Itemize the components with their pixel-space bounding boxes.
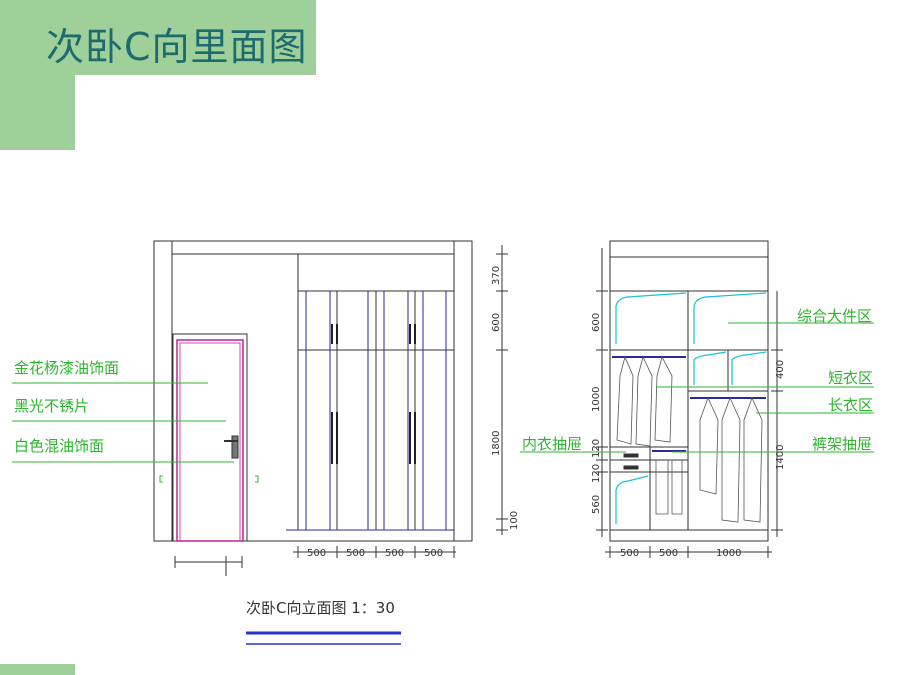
left-elevation xyxy=(12,240,508,645)
dimension-label: 500 xyxy=(659,548,678,559)
dimension-label: 100 xyxy=(509,511,520,530)
title-corner-curve xyxy=(75,75,150,150)
dimension-label: 500 xyxy=(346,548,365,559)
page-title: 次卧C向里面图 xyxy=(46,25,308,69)
dimension-label: 120 xyxy=(591,464,602,483)
callout-label-large-items: 综合大件区 xyxy=(797,307,872,325)
dimension-label: 500 xyxy=(385,548,404,559)
left-callout-labels: 金花杨漆油饰面 黑光不锈片 白色混油饰面 xyxy=(14,359,119,455)
dimension-label: 120 xyxy=(591,439,602,458)
door-handle-icon xyxy=(231,435,239,459)
dimension-label: 600 xyxy=(591,313,602,332)
dimension-label: 600 xyxy=(491,313,502,332)
left-wall-outline xyxy=(153,240,473,542)
title-bar xyxy=(0,0,316,75)
hanging-clothes-icons xyxy=(616,355,763,523)
drawing-caption: 次卧C向立面图 1：30 xyxy=(246,599,395,617)
right-height-dims: 600 1000 120 120 560 400 1400 xyxy=(591,313,786,514)
dimension-label: 500 xyxy=(424,548,443,559)
right-callout-labels: 综合大件区 短衣区 长衣区 裤架抽屉 内衣抽屉 xyxy=(522,307,873,453)
dimension-label: 1000 xyxy=(591,387,602,412)
right-width-dims: 500 500 1000 xyxy=(620,548,741,559)
dimension-label: 1400 xyxy=(775,445,786,470)
storage-box-icons xyxy=(615,292,767,524)
dimension-label: 370 xyxy=(491,266,502,285)
callout-label-short-clothes: 短衣区 xyxy=(828,369,873,387)
dimension-label: 500 xyxy=(620,548,639,559)
footer-accent-block xyxy=(0,664,75,675)
right-elevation xyxy=(596,240,783,558)
left-width-dims: 500 500 500 500 xyxy=(307,548,443,559)
dimension-label: 500 xyxy=(307,548,326,559)
callout-label: 金花杨漆油饰面 xyxy=(14,359,119,377)
callout-label: 白色混油饰面 xyxy=(14,437,104,455)
dimension-label: 560 xyxy=(591,495,602,514)
title-corner-block xyxy=(0,75,75,150)
right-callout-leaders xyxy=(520,322,874,453)
dimension-label: 400 xyxy=(775,360,786,379)
callout-label: 黑光不锈片 xyxy=(14,397,89,415)
left-height-dims: 370 600 1800 100 xyxy=(491,266,520,530)
dimension-label: 1800 xyxy=(491,431,502,456)
callout-label-long-clothes: 长衣区 xyxy=(828,396,873,414)
callout-label-underwear-drawer: 内衣抽屉 xyxy=(522,435,582,453)
callout-label-pants-drawer: 裤架抽屉 xyxy=(812,435,872,453)
dimension-label: 1000 xyxy=(716,548,741,559)
